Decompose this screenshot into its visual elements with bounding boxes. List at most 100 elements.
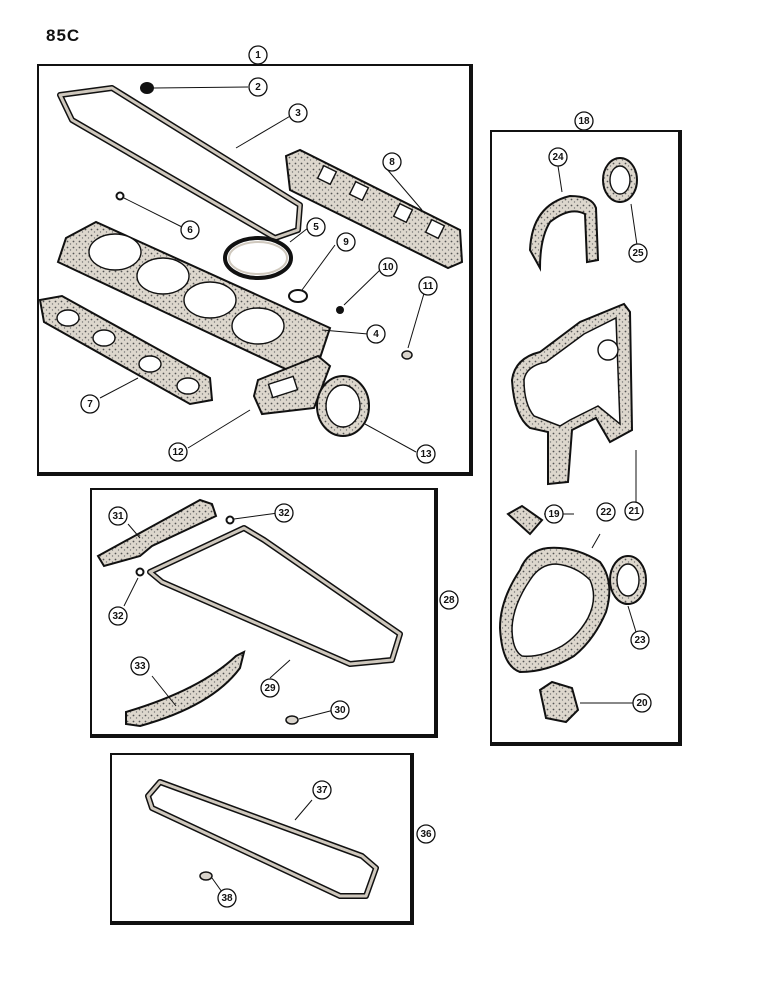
callout-number: 3 [295,108,301,119]
callout-number: 1 [255,50,261,61]
callout-circle [439,590,459,610]
callout-number: 7 [87,399,93,410]
callout-number: 4 [373,329,379,340]
callout-circle [80,394,100,414]
part-37-valve-cover-gasket [145,779,379,899]
callout-number: 29 [264,683,276,694]
callout-number: 21 [628,506,640,517]
callout-circle [312,780,332,800]
part-6-ring [115,191,125,201]
part-29-oil-pan-gasket [147,525,403,667]
callout-25: 25 [628,243,648,263]
callout-circle [416,444,436,464]
part-4-head-gasket [56,220,332,374]
callout-29: 29 [260,678,280,698]
panel-engine-upper-gasket-set [37,64,473,476]
callout-circle [108,506,128,526]
callout-number: 32 [112,611,124,622]
leader-lines [99,86,638,893]
callout-19: 19 [544,504,564,524]
callout-number: 24 [552,152,564,163]
callout-circle [628,243,648,263]
part-31-end-seal [96,498,218,568]
part-20-small-plate [538,680,580,724]
callout-circle [130,656,150,676]
callout-number: 18 [578,116,590,127]
callout-number: 9 [343,237,349,248]
callout-number: 30 [334,705,346,716]
callout-circle [544,504,564,524]
part-5-round-gasket [223,236,293,280]
part-30-washer [285,715,299,725]
callout-32: 32 [108,606,128,626]
part-10-plug [336,306,344,314]
callout-number: 19 [548,509,560,520]
part-22-water-pump-gasket [498,546,611,674]
callout-circle [548,147,568,167]
callout-number: 28 [443,595,455,606]
panel-oil-pan-gasket-set [90,488,438,738]
callout-circle [378,257,398,277]
callout-circle [416,824,436,844]
callout-number: 6 [187,225,193,236]
callout-number: 33 [134,661,146,672]
part-33-curved-seal [125,650,246,728]
part-11-washer [401,350,413,360]
callout-circle [336,232,356,252]
part-3-rocker-cover-gasket [57,85,303,241]
callout-circle [306,217,326,237]
callout-33: 33 [130,656,150,676]
callout-number: 8 [389,157,395,168]
part-7-exhaust-gasket [38,294,214,406]
callout-number: 12 [172,447,184,458]
callout-10: 10 [378,257,398,277]
callout-number: 23 [634,635,646,646]
panel-timing-cover-gasket-set [490,130,682,746]
callout-22: 22 [596,502,616,522]
part-13-flange-gasket [316,375,370,437]
callout-11: 11 [418,276,438,296]
callout-circle [248,45,268,65]
callout-20: 20 [632,693,652,713]
callout-1: 1 [248,45,268,65]
callout-circle [382,152,402,172]
callout-number: 10 [382,262,394,273]
callout-number: 13 [420,449,432,460]
callout-circle [632,693,652,713]
part-23-round-gasket [609,555,647,605]
callout-7: 7 [80,394,100,414]
callout-number: 5 [313,222,319,233]
callout-38: 38 [217,888,237,908]
callout-21: 21 [624,501,644,521]
callout-circle [366,324,386,344]
callout-28: 28 [439,590,459,610]
part-12-outlet-gasket [252,354,332,416]
part-24-seal-gasket [528,194,600,272]
callout-circle [108,606,128,626]
callout-circle [288,103,308,123]
part-38-washer [199,871,213,881]
callout-number: 11 [423,281,434,292]
callout-number: 32 [278,508,290,519]
callout-3: 3 [288,103,308,123]
callout-circle [596,502,616,522]
callout-4: 4 [366,324,386,344]
callout-12: 12 [168,442,188,462]
part-32-washer-upper [225,515,235,525]
callout-8: 8 [382,152,402,172]
part-8-manifold-gasket [284,148,464,270]
callout-number: 31 [112,511,124,522]
callout-23: 23 [630,630,650,650]
callout-37: 37 [312,780,332,800]
callout-2: 2 [248,77,268,97]
callout-circle [168,442,188,462]
callout-circle [217,888,237,908]
callout-24: 24 [548,147,568,167]
callout-number: 36 [420,829,432,840]
part-21-timing-cover-gasket [510,302,634,486]
callout-5: 5 [306,217,326,237]
callout-36: 36 [416,824,436,844]
callout-13: 13 [416,444,436,464]
